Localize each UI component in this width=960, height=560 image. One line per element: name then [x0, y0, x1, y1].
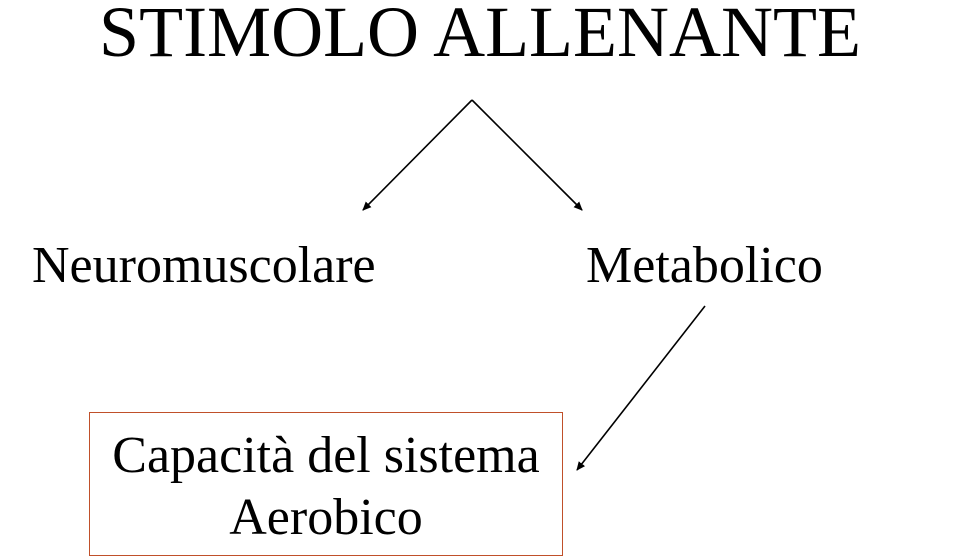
arrow-to-capacita-aerobica — [576, 305, 706, 471]
arrow-to-metabolico — [471, 99, 583, 211]
aerobic-capacity-box: Capacità del sistema Aerobico — [89, 412, 563, 556]
diagram-title: STIMOLO ALLENANTE — [99, 0, 861, 72]
arrow-to-neuromuscolare — [362, 99, 473, 211]
node-neuromuscolare: Neuromuscolare — [32, 237, 376, 294]
node-metabolico: Metabolico — [586, 237, 823, 294]
box-line-2: Aerobico — [229, 489, 423, 546]
box-line-1: Capacità del sistema — [112, 427, 540, 484]
